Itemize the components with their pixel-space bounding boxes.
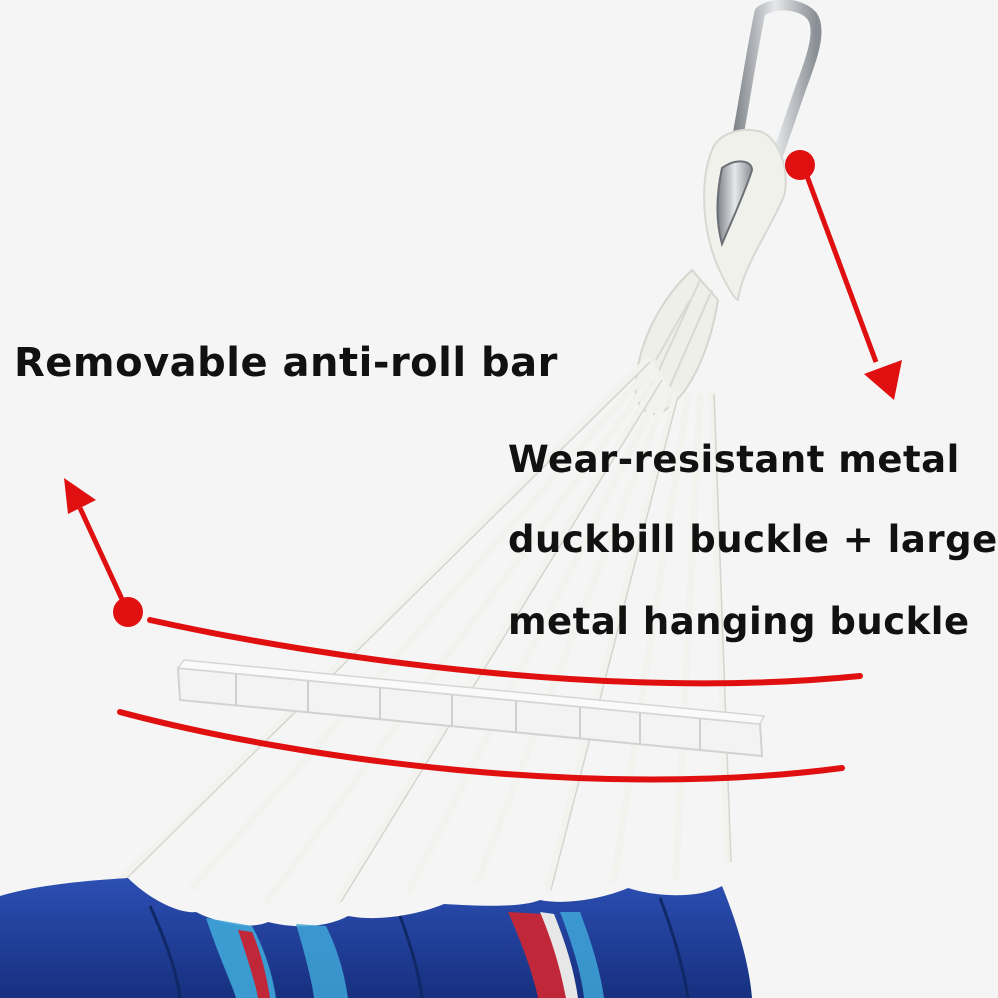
pointer-dot-icon xyxy=(785,150,815,180)
hammock-fabric xyxy=(0,878,752,998)
buckle-label-line: Wear-resistant metal xyxy=(508,438,960,481)
suspension-ropes xyxy=(116,356,732,904)
buckle-label-line: duckbill buckle + large xyxy=(508,518,998,561)
rope-loop xyxy=(634,129,787,415)
pointer-arrow-icon xyxy=(801,167,902,400)
pointer-arrow-icon xyxy=(64,478,129,610)
carabiner-icon xyxy=(728,0,822,166)
spreader-bar xyxy=(176,659,766,758)
highlight-curves xyxy=(117,617,863,783)
rope-shading xyxy=(122,361,732,903)
anti-roll-bar-label: Removable anti-roll bar xyxy=(14,340,558,386)
buckle-label-line: metal hanging buckle xyxy=(508,600,970,643)
pointer-dot-icon xyxy=(113,597,143,627)
